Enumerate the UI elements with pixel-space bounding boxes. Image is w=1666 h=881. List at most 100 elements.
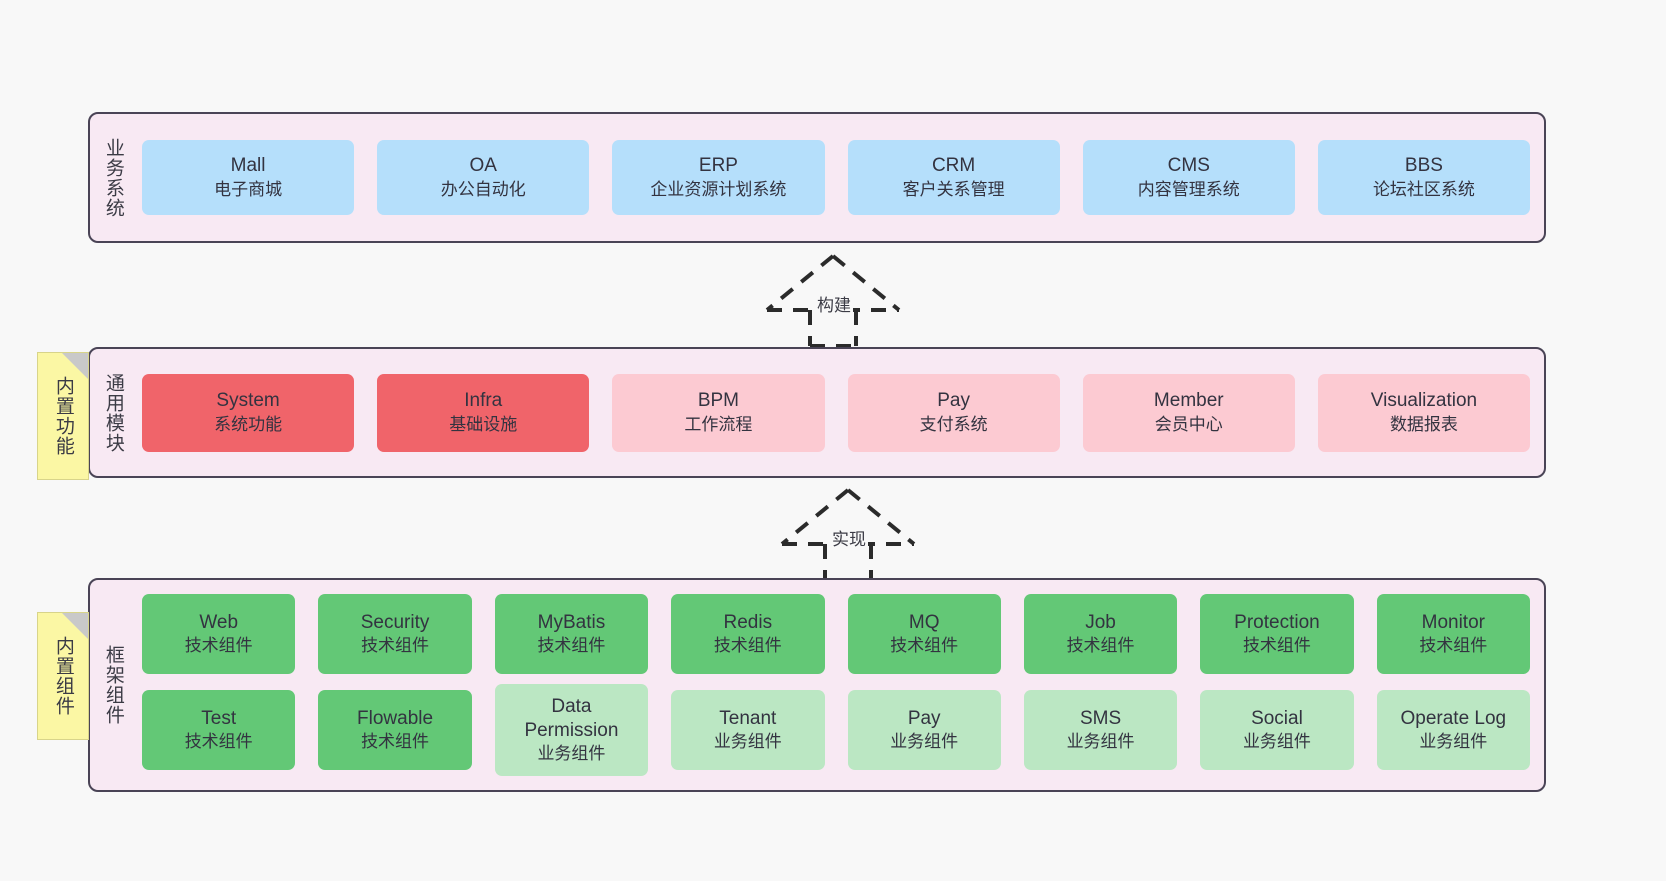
card-system[interactable]: System 系统功能 [142,373,355,452]
card-row: Test 技术组件 Flowable 技术组件 Data Permission … [142,684,1530,776]
card-subtitle: 业务组件 [537,744,606,764]
card-subtitle: 技术组件 [184,636,253,656]
card-oa[interactable]: OA 办公自动化 [377,140,590,215]
layer-body-framework-component: Web 技术组件 Security 技术组件 MyBatis 技术组件 Redi… [136,580,1544,790]
card-bbs[interactable]: BBS 论坛社区系统 [1317,140,1531,215]
card-subtitle: 工作流程 [684,414,753,434]
card-title: Job [1085,611,1116,633]
note-fold-corner-icon [62,353,88,379]
card-crm[interactable]: CRM 客户关系管理 [847,140,1060,215]
card-test[interactable]: Test 技术组件 [142,690,296,770]
card-operate-log[interactable]: Operate Log 业务组件 [1376,690,1530,770]
layer-body-common-module: System 系统功能 Infra 基础设施 BPM 工作流程 Pay 支付系统… [136,349,1544,476]
card-title: Data [551,695,592,717]
card-subtitle: 业务组件 [890,732,959,752]
card-protection[interactable]: Protection 技术组件 [1200,594,1354,674]
note-builtin-component: 内置组件 [37,612,89,740]
card-title: Protection [1234,611,1320,633]
layer-title-common-module: 通用模块 [102,372,124,453]
card-subtitle: 技术组件 [1419,636,1488,656]
card-title: System [216,390,280,412]
card-redis[interactable]: Redis 技术组件 [671,594,825,674]
card-title: Monitor [1421,611,1485,633]
card-sms[interactable]: SMS 业务组件 [1023,690,1178,770]
card-subtitle: 客户关系管理 [902,179,1005,199]
card-subtitle: 企业资源计划系统 [650,179,787,199]
card-infra[interactable]: Infra 基础设施 [377,373,590,452]
connector-implement-label: 实现 [830,525,868,550]
card-job[interactable]: Job 技术组件 [1023,594,1178,674]
card-subtitle: 技术组件 [184,732,253,752]
card-cms[interactable]: CMS 内容管理系统 [1082,140,1295,215]
card-subtitle: 支付系统 [919,414,988,434]
card-title: Pay [907,707,941,729]
layer-title-framework-component: 框架组件 [102,645,124,725]
card-title: CRM [931,155,976,177]
card-title: Visualization [1370,390,1478,412]
card-data-permission[interactable]: Data Permission 业务组件 [494,684,649,776]
card-subtitle: 业务组件 [713,732,782,752]
card-member[interactable]: Member 会员中心 [1082,373,1295,452]
card-tenant[interactable]: Tenant 业务组件 [671,690,825,770]
connector-build: 构建 [753,252,913,348]
card-title: BPM [697,390,740,412]
note-fold-corner-icon [62,613,88,639]
connector-implement: 实现 [768,486,928,582]
card-title: Redis [723,611,773,633]
card-subtitle: 数据报表 [1389,414,1458,434]
card-pay-business[interactable]: Pay 业务组件 [847,690,1001,770]
card-title: Tenant [719,707,777,729]
card-web[interactable]: Web 技术组件 [142,594,296,674]
card-monitor[interactable]: Monitor 技术组件 [1376,594,1530,674]
card-title: SMS [1079,707,1122,729]
card-title: MyBatis [537,611,606,633]
card-subtitle: 业务组件 [1419,732,1488,752]
card-title: OA [469,155,497,177]
card-title: Social [1251,707,1303,729]
card-subtitle: 系统功能 [214,414,283,434]
connector-build-label: 构建 [815,291,853,316]
card-row: System 系统功能 Infra 基础设施 BPM 工作流程 Pay 支付系统… [142,373,1531,452]
card-title: Web [199,611,239,633]
layer-common-module: 通用模块 System 系统功能 Infra 基础设施 BPM 工作流程 Pay… [88,347,1546,478]
card-subtitle: 技术组件 [1066,636,1135,656]
card-erp[interactable]: ERP 企业资源计划系统 [612,140,825,215]
card-subtitle: 内容管理系统 [1137,179,1240,199]
card-flowable[interactable]: Flowable 技术组件 [318,690,472,770]
layer-body-business-system: Mall 电子商城 OA 办公自动化 ERP 企业资源计划系统 CRM 客户关系… [136,114,1544,241]
card-pay[interactable]: Pay 支付系统 [847,373,1060,452]
card-title: Member [1153,390,1224,412]
card-title: CMS [1167,155,1210,177]
card-subtitle: 电子商城 [214,179,283,199]
card-title: BBS [1404,155,1443,177]
card-mq[interactable]: MQ 技术组件 [847,594,1001,674]
card-title: ERP [698,155,738,177]
note-label: 内置组件 [52,636,74,716]
card-subtitle: 技术组件 [361,636,430,656]
layer-business-system: 业务系统 Mall 电子商城 OA 办公自动化 ERP 企业资源计划系统 CRM… [88,112,1546,243]
card-security[interactable]: Security 技术组件 [318,594,472,674]
card-title: Pay [937,390,970,412]
card-title: Security [360,611,430,633]
card-title: Operate Log [1400,707,1507,729]
card-subtitle: 技术组件 [713,636,782,656]
card-subtitle: 技术组件 [1242,636,1311,656]
layer-title-business-system: 业务系统 [102,137,124,218]
card-bpm[interactable]: BPM 工作流程 [612,373,825,452]
card-title: Test [201,707,237,729]
card-row: Web 技术组件 Security 技术组件 MyBatis 技术组件 Redi… [142,594,1530,674]
card-subtitle: 技术组件 [361,732,430,752]
note-builtin-function: 内置功能 [37,352,89,480]
card-subtitle: 技术组件 [537,636,606,656]
card-subtitle: 业务组件 [1242,732,1311,752]
card-social[interactable]: Social 业务组件 [1200,690,1354,770]
card-visualization[interactable]: Visualization 数据报表 [1317,373,1531,452]
layer-framework-component: 框架组件 Web 技术组件 Security 技术组件 MyBatis 技术组件… [88,578,1546,792]
card-subtitle: 基础设施 [449,414,518,434]
card-mybatis[interactable]: MyBatis 技术组件 [494,594,649,674]
card-subtitle: 论坛社区系统 [1372,179,1475,199]
card-mall[interactable]: Mall 电子商城 [142,140,355,215]
card-subtitle: 办公自动化 [440,179,526,199]
note-label: 内置功能 [52,376,74,456]
